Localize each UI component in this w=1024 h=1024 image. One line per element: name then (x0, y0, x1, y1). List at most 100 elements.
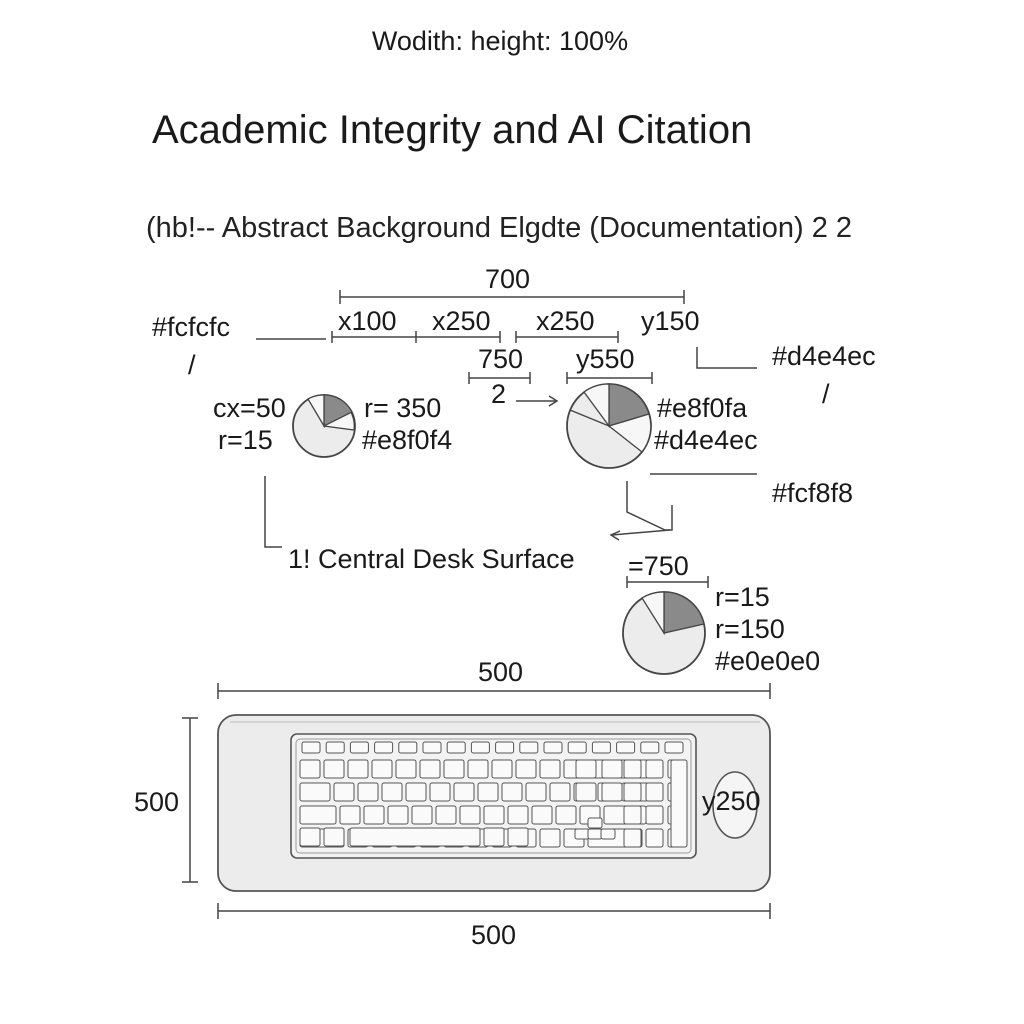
page-title: Academic Integrity and AI Citation (152, 108, 753, 152)
key (395, 759, 417, 779)
label-y250: y250 (702, 786, 761, 816)
key (664, 741, 684, 754)
key (299, 782, 331, 802)
key (411, 805, 433, 825)
key (333, 782, 355, 802)
label-kb-width-top: 500 (478, 657, 524, 687)
key (483, 805, 505, 825)
key (501, 782, 523, 802)
label-r150: r=150 (715, 614, 785, 644)
label-kb-height: 500 (134, 787, 180, 817)
key (616, 741, 636, 754)
key (325, 741, 345, 754)
key (299, 805, 337, 825)
key (591, 741, 611, 754)
key (670, 759, 688, 848)
key (347, 759, 369, 779)
key (470, 741, 490, 754)
key (539, 759, 561, 779)
key (645, 805, 664, 825)
leader-d4e4ec (696, 347, 757, 369)
key (601, 782, 623, 802)
key (601, 759, 623, 779)
key (477, 782, 499, 802)
label-cx50: cx=50 (213, 393, 286, 423)
label-x250-b: x250 (536, 306, 595, 336)
key (543, 741, 563, 754)
key (422, 741, 442, 754)
key (549, 782, 571, 802)
key (349, 827, 481, 847)
label-y550: y550 (576, 344, 635, 374)
key (323, 827, 345, 847)
key (459, 805, 481, 825)
key (381, 782, 403, 802)
page-subtitle: (hb!-- Abstract Background Elgdte (Docum… (146, 212, 853, 244)
key (645, 828, 664, 848)
label-central-desk: 1! Central Desk Surface (288, 544, 575, 574)
key (398, 741, 418, 754)
pie-middle (566, 383, 652, 469)
key (467, 759, 489, 779)
key (443, 759, 465, 779)
key (575, 759, 597, 779)
label-r15-right: r=15 (715, 582, 770, 612)
key (387, 805, 409, 825)
label-color-d4e4ec-top: #d4e4ec (772, 341, 876, 371)
key (299, 759, 321, 779)
label-color-fcf8f8: #fcf8f8 (772, 478, 854, 508)
page-note: Wodith: height: 100% (371, 26, 629, 56)
key (587, 828, 603, 840)
key (491, 759, 513, 779)
keyboard (217, 714, 771, 892)
leader-bracket (626, 481, 673, 531)
label-y150: y150 (641, 306, 700, 336)
key (623, 805, 642, 825)
key (299, 827, 321, 847)
pie-left (292, 394, 356, 458)
key (574, 828, 590, 840)
label-color-d4e4ec: #d4e4ec (654, 425, 758, 455)
key (323, 759, 345, 779)
label-700: 700 (485, 264, 531, 294)
label-750: 750 (478, 344, 524, 374)
key (575, 782, 597, 802)
key (539, 828, 561, 848)
key (357, 782, 379, 802)
leader-desk (264, 476, 282, 548)
label-color-e8f0fa: #e8f0fa (657, 393, 748, 423)
label-kb-width-bottom: 500 (471, 920, 517, 950)
key (371, 759, 393, 779)
key (623, 828, 642, 848)
key (600, 828, 616, 840)
key (483, 827, 505, 847)
key (645, 782, 664, 802)
key (435, 805, 457, 825)
key (525, 782, 547, 802)
label-two: 2 (491, 379, 507, 409)
key (374, 741, 394, 754)
key (645, 759, 664, 779)
label-eq750: =750 (628, 551, 689, 581)
key (363, 805, 385, 825)
label-color-fcfcfc: #fcfcfc (152, 312, 231, 342)
label-color-e0e0e0: #e0e0e0 (715, 646, 821, 676)
key (531, 805, 553, 825)
label-color-e8f0f4: #e8f0f4 (362, 425, 453, 455)
label-r15-left: r=15 (218, 425, 273, 455)
key (515, 759, 537, 779)
key (519, 741, 539, 754)
key (446, 741, 466, 754)
key (587, 817, 603, 829)
key (623, 759, 642, 779)
label-slash-left: / (188, 350, 196, 380)
key (405, 782, 427, 802)
mouse (712, 771, 758, 839)
key (555, 805, 577, 825)
label-x250-a: x250 (432, 306, 491, 336)
label-x100: x100 (338, 306, 397, 336)
pie-bottom (622, 591, 706, 675)
label-slash-right: / (822, 379, 830, 409)
key (507, 827, 529, 847)
